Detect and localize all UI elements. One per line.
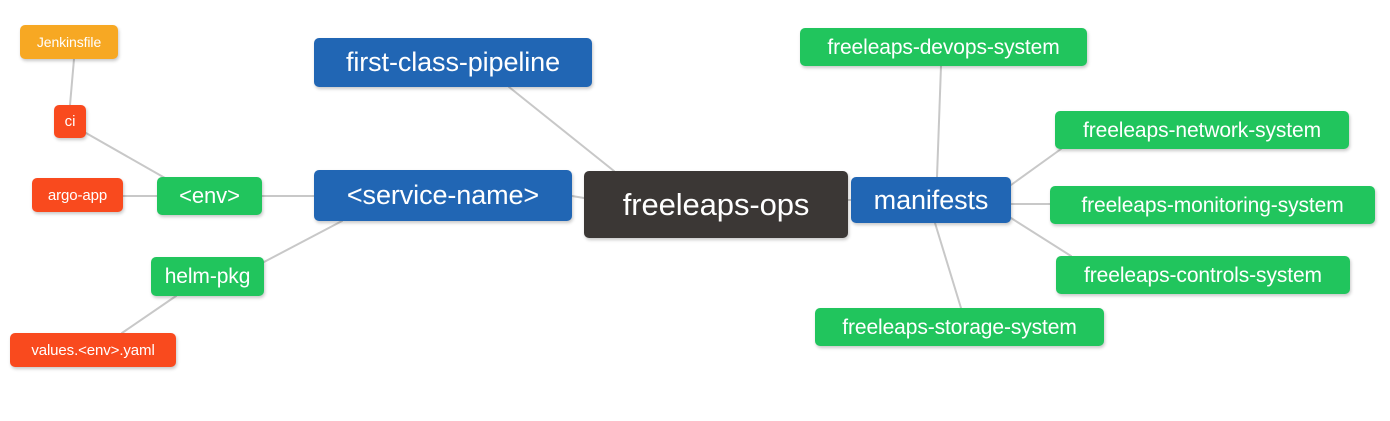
- node-label-freeleaps-ops: freeleaps-ops: [622, 187, 810, 222]
- node-env[interactable]: <env>: [157, 177, 262, 215]
- node-ci[interactable]: ci: [54, 105, 86, 138]
- node-freeleaps-network-system[interactable]: freeleaps-network-system: [1055, 111, 1349, 149]
- node-label-ci: ci: [64, 113, 76, 130]
- node-service-name[interactable]: <service-name>: [314, 170, 572, 221]
- node-jenkinsfile[interactable]: Jenkinsfile: [20, 25, 118, 59]
- node-label-first-class-pipeline: first-class-pipeline: [345, 47, 561, 77]
- node-label-freeleaps-network-system: freeleaps-network-system: [1082, 118, 1321, 142]
- node-freeleaps-controls-system[interactable]: freeleaps-controls-system: [1056, 256, 1350, 294]
- edge-first-class-pipeline-to-freeleaps-ops: [508, 86, 615, 172]
- edge-values-env-yaml-to-helm-pkg: [121, 295, 177, 334]
- node-helm-pkg[interactable]: helm-pkg: [151, 257, 264, 296]
- node-label-jenkinsfile: Jenkinsfile: [36, 34, 102, 50]
- node-label-service-name: <service-name>: [346, 180, 540, 210]
- node-label-helm-pkg: helm-pkg: [164, 265, 251, 288]
- edge-helm-pkg-to-service-name: [263, 220, 343, 263]
- edge-manifests-to-freeleaps-devops-system: [936, 65, 942, 178]
- node-freeleaps-monitoring-system[interactable]: freeleaps-monitoring-system: [1050, 186, 1375, 224]
- edge-service-name-to-freeleaps-ops: [571, 195, 585, 199]
- node-label-argo-app: argo-app: [47, 186, 108, 204]
- edge-ci-to-env: [85, 132, 166, 179]
- node-freeleaps-ops[interactable]: freeleaps-ops: [584, 171, 848, 238]
- node-first-class-pipeline[interactable]: first-class-pipeline: [314, 38, 592, 87]
- edge-manifests-to-freeleaps-network-system: [1010, 148, 1062, 186]
- node-freeleaps-storage-system[interactable]: freeleaps-storage-system: [815, 308, 1104, 346]
- node-freeleaps-devops-system[interactable]: freeleaps-devops-system: [800, 28, 1087, 66]
- node-label-freeleaps-monitoring-system: freeleaps-monitoring-system: [1081, 193, 1344, 217]
- edge-manifests-to-freeleaps-storage-system: [934, 222, 962, 309]
- node-label-freeleaps-controls-system: freeleaps-controls-system: [1084, 263, 1322, 287]
- node-manifests[interactable]: manifests: [851, 177, 1011, 223]
- node-label-env: <env>: [179, 183, 240, 208]
- node-label-freeleaps-devops-system: freeleaps-devops-system: [827, 35, 1060, 59]
- node-values-env-yaml[interactable]: values.<env>.yaml: [10, 333, 176, 367]
- node-label-values-env-yaml: values.<env>.yaml: [31, 341, 155, 359]
- node-label-manifests: manifests: [873, 184, 989, 215]
- edge-jenkinsfile-to-ci: [69, 58, 75, 106]
- node-label-freeleaps-storage-system: freeleaps-storage-system: [842, 315, 1077, 339]
- node-argo-app[interactable]: argo-app: [32, 178, 123, 212]
